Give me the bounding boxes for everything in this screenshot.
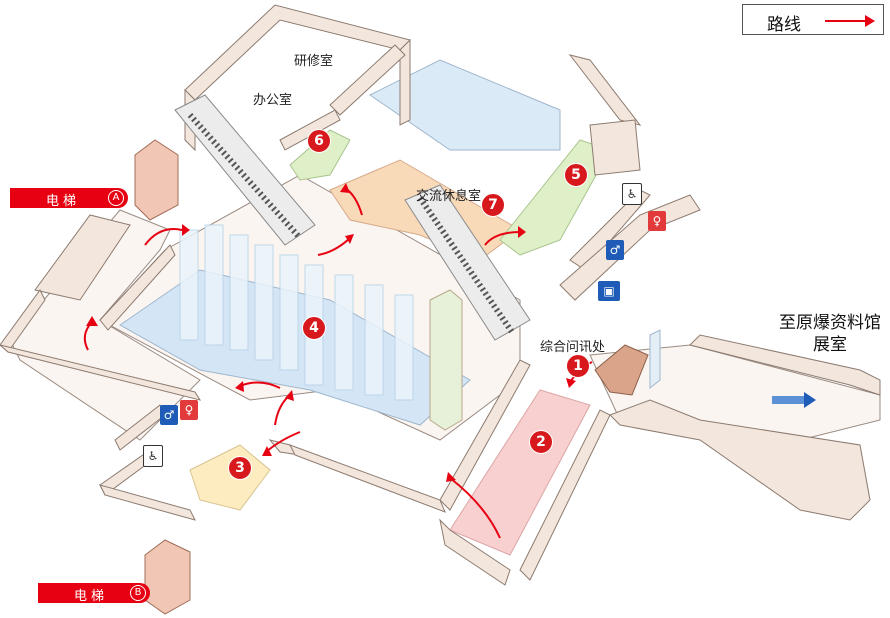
walls bbox=[0, 4, 881, 586]
route-arrow bbox=[274, 394, 291, 426]
escalator-left bbox=[174, 94, 316, 246]
exhibit-line-2: 展室 bbox=[813, 335, 847, 355]
training-room-label: 研修室 bbox=[294, 54, 334, 69]
glass-tower bbox=[429, 289, 463, 431]
direction-stripes bbox=[772, 392, 816, 408]
female-restroom-icon: ♀ bbox=[180, 400, 198, 420]
route-arrow bbox=[449, 477, 501, 539]
stop-3-marker[interactable]: 3 bbox=[228, 456, 252, 480]
office-label: 办公室 bbox=[253, 93, 293, 108]
elevator-a-label: 电梯 A bbox=[10, 188, 128, 209]
elevator-a-letter: A bbox=[108, 190, 124, 206]
route-legend: 路线 bbox=[742, 4, 884, 35]
elevator-b-text: 电梯 bbox=[74, 589, 109, 604]
wheelchair-icon: ♿ bbox=[143, 445, 163, 467]
elevator-b-letter: B bbox=[130, 585, 146, 601]
info-desk bbox=[594, 329, 661, 396]
route-arrow bbox=[317, 237, 351, 256]
legend-arrow-icon bbox=[825, 15, 875, 27]
stop-1-marker[interactable]: 1 bbox=[566, 354, 590, 378]
elevator-b-label: 电梯 B bbox=[38, 583, 150, 604]
yellow-floor bbox=[189, 444, 271, 511]
stop-5-marker[interactable]: 5 bbox=[564, 163, 588, 187]
route-arrow bbox=[484, 231, 521, 246]
wheelchair-icon: ♿ bbox=[622, 183, 642, 205]
male-restroom-icon: ♂ bbox=[160, 405, 178, 425]
stop-7-marker[interactable]: 7 bbox=[481, 193, 505, 217]
glass-panels bbox=[179, 224, 414, 401]
exhibit-direction-label: 至原爆资料馆 展室 bbox=[770, 312, 890, 356]
route-arrow bbox=[144, 228, 183, 246]
elevator-b-box bbox=[144, 539, 191, 615]
legend-label: 路线 bbox=[767, 15, 801, 35]
lounge-label: 交流休息室 bbox=[416, 189, 482, 204]
baby-room-icon: ▣ bbox=[598, 281, 620, 301]
info-desk-label: 综合问讯处 bbox=[540, 340, 606, 355]
female-restroom-icon: ♀ bbox=[648, 211, 666, 231]
stop-6-marker[interactable]: 6 bbox=[307, 129, 331, 153]
route-arrowheads bbox=[86, 183, 576, 482]
stop-4-marker[interactable]: 4 bbox=[302, 316, 326, 340]
elevator-a-box bbox=[134, 139, 179, 221]
escalator-right bbox=[404, 184, 531, 341]
male-restroom-icon: ♂ bbox=[606, 240, 624, 260]
exhibit-line-1: 至原爆资料馆 bbox=[779, 313, 881, 333]
elevator-a-text: 电梯 bbox=[46, 194, 81, 209]
upper-exhibit-floor bbox=[369, 59, 561, 151]
stop-2-marker[interactable]: 2 bbox=[529, 430, 553, 454]
